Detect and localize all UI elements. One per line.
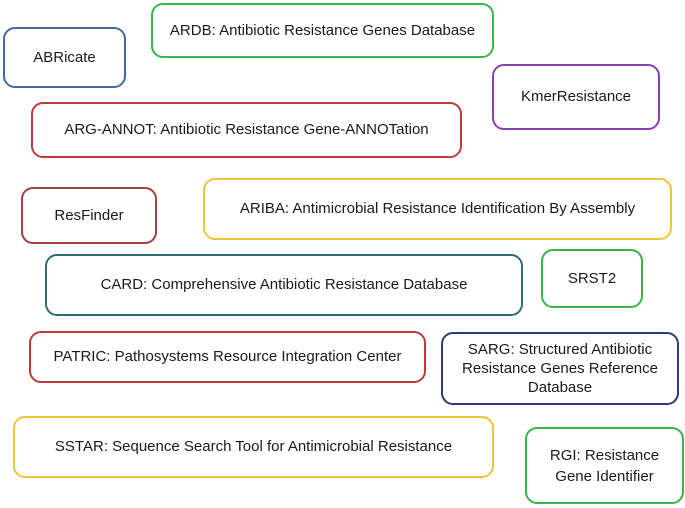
tool-box-resfinder: ResFinder — [21, 187, 157, 244]
tool-box-sarg: SARG: Structured Antibiotic Resistance G… — [441, 332, 679, 405]
tool-box-patric: PATRIC: Pathosystems Resource Integratio… — [29, 331, 426, 383]
tool-box-arg-annot: ARG-ANNOT: Antibiotic Resistance Gene-AN… — [31, 102, 462, 158]
tool-box-srst2: SRST2 — [541, 249, 643, 308]
tool-box-kmerresistance: KmerResistance — [492, 64, 660, 130]
tool-box-card: CARD: Comprehensive Antibiotic Resistanc… — [45, 254, 523, 316]
tool-box-abricate: ABRicate — [3, 27, 126, 88]
tool-box-ariba: ARIBA: Antimicrobial Resistance Identifi… — [203, 178, 672, 240]
tool-box-sstar: SSTAR: Sequence Search Tool for Antimicr… — [13, 416, 494, 478]
tool-box-rgi: RGI: Resistance Gene Identifier — [525, 427, 684, 504]
tool-box-ardb: ARDB: Antibiotic Resistance Genes Databa… — [151, 3, 494, 58]
